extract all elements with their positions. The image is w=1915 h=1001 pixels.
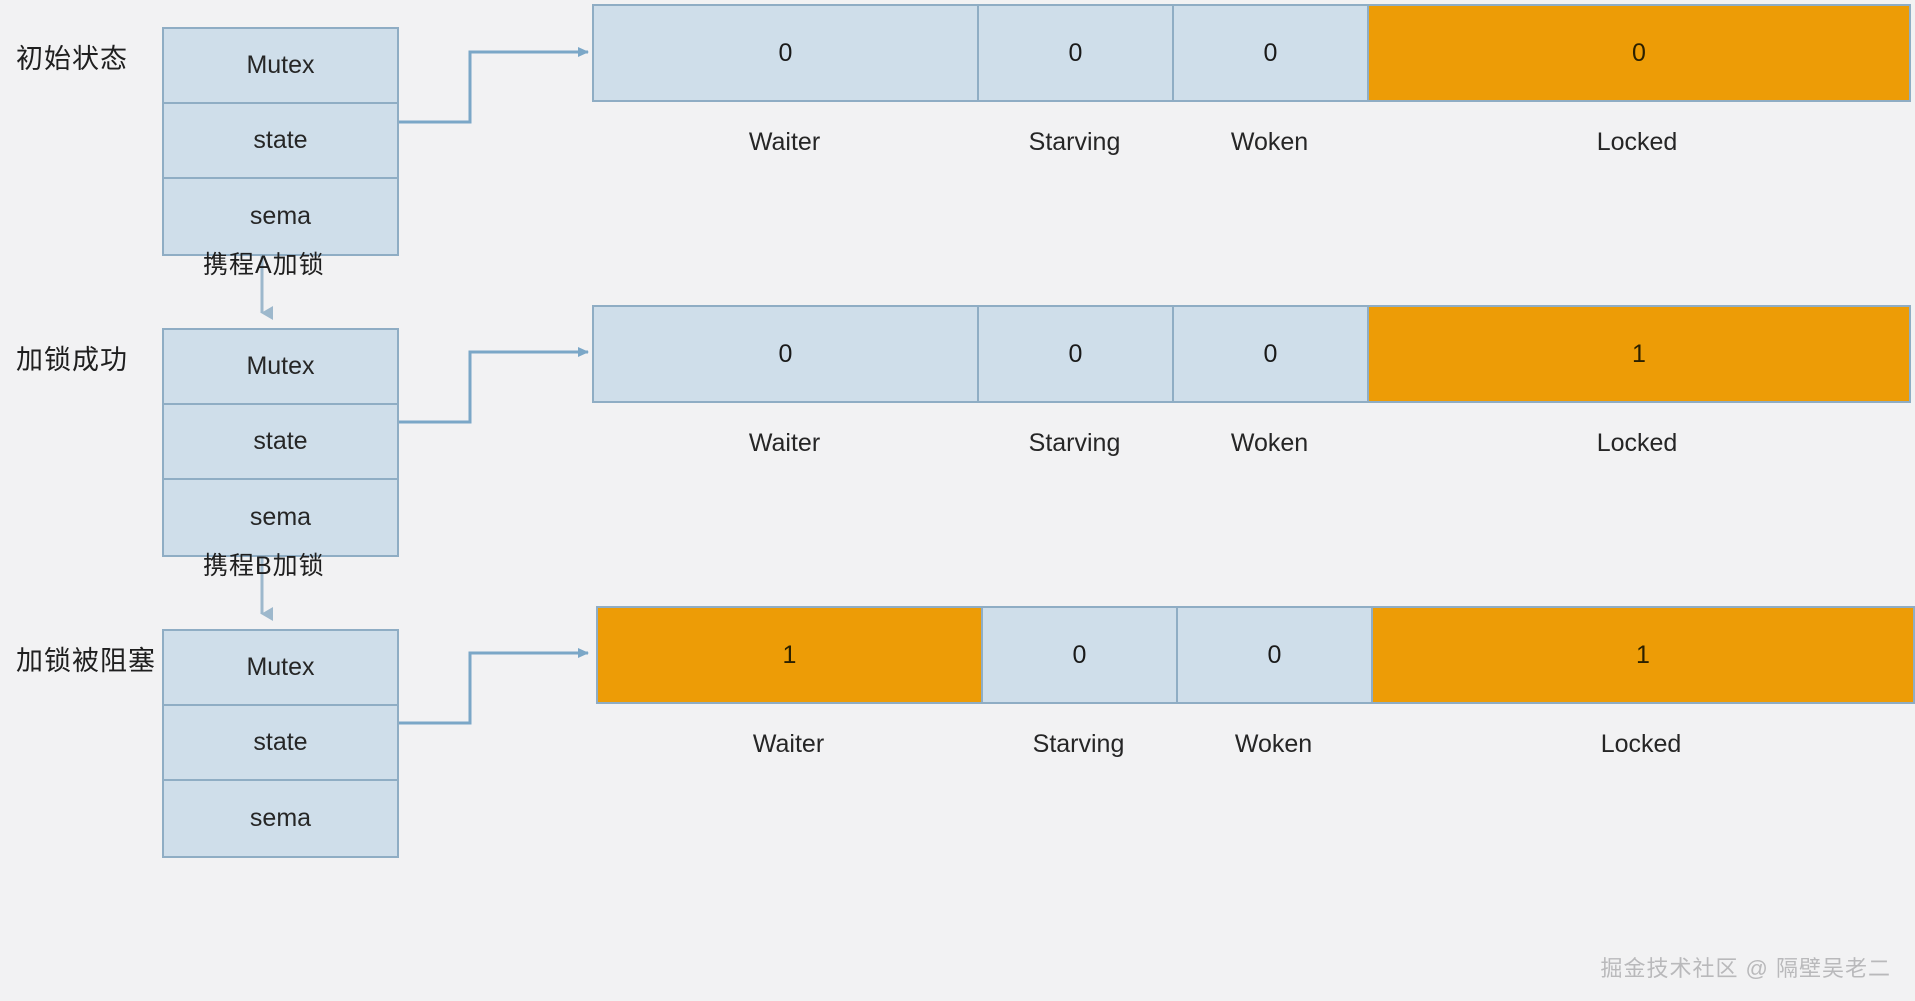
mutex-struct-box-3: Mutex state sema (162, 629, 399, 858)
bit-cell-woken-3: 0 (1178, 608, 1373, 702)
bit-cell-locked-1: 0 (1369, 6, 1909, 100)
mutex-field-sema-2: sema (164, 480, 397, 555)
bit-cell-starving-3: 0 (983, 608, 1178, 702)
bit-caption-waiter-2: Waiter (748, 429, 821, 457)
mutex-field-sema-1: sema (164, 179, 397, 254)
mutex-field-mutex-1: Mutex (164, 29, 397, 104)
row-state-label-3: 加锁被阻塞 (16, 646, 156, 676)
bit-cell-woken-1: 0 (1174, 6, 1369, 100)
mutex-struct-box-2: Mutex state sema (162, 328, 399, 557)
bit-table-2: 0 0 0 1 (592, 305, 1911, 403)
bit-caption-row-1: Waiter Starving Woken Locked (592, 128, 1911, 157)
bit-caption-waiter-3: Waiter (752, 730, 825, 758)
bit-caption-row-2: Waiter Starving Woken Locked (592, 429, 1911, 458)
mutex-field-state-3: state (164, 706, 397, 781)
bit-cell-waiter-3: 1 (598, 608, 983, 702)
bit-caption-locked-3: Locked (1600, 730, 1682, 758)
bit-cell-waiter-2: 0 (594, 307, 979, 401)
bit-caption-waiter-1: Waiter (748, 128, 821, 156)
bit-cell-locked-2: 1 (1369, 307, 1909, 401)
bit-cell-starving-2: 0 (979, 307, 1174, 401)
bit-table-1: 0 0 0 0 (592, 4, 1911, 102)
bit-cell-locked-3: 1 (1373, 608, 1913, 702)
transition-label-2: 携程B加锁 (203, 552, 325, 580)
mutex-field-state-2: state (164, 405, 397, 480)
row-state-label-2: 加锁成功 (16, 345, 128, 375)
mutex-field-mutex-3: Mutex (164, 631, 397, 706)
mutex-field-mutex-2: Mutex (164, 330, 397, 405)
bit-caption-starving-1: Starving (1028, 128, 1121, 156)
bit-caption-woken-2: Woken (1230, 429, 1309, 457)
mutex-field-state-1: state (164, 104, 397, 179)
bit-caption-row-3: Waiter Starving Woken Locked (596, 730, 1915, 759)
bit-cell-waiter-1: 0 (594, 6, 979, 100)
transition-label-1: 携程A加锁 (203, 251, 325, 279)
bit-caption-starving-3: Starving (1032, 730, 1125, 758)
bit-caption-starving-2: Starving (1028, 429, 1121, 457)
bit-table-3: 1 0 0 1 (596, 606, 1915, 704)
mutex-field-sema-3: sema (164, 781, 397, 856)
bit-caption-locked-2: Locked (1596, 429, 1678, 457)
mutex-struct-box-1: Mutex state sema (162, 27, 399, 256)
row-state-label-1: 初始状态 (16, 44, 128, 74)
bit-caption-woken-3: Woken (1234, 730, 1313, 758)
bit-cell-starving-1: 0 (979, 6, 1174, 100)
bit-cell-woken-2: 0 (1174, 307, 1369, 401)
bit-caption-locked-1: Locked (1596, 128, 1678, 156)
watermark: 掘金技术社区 @ 隔壁吴老二 (1600, 956, 1891, 981)
bit-caption-woken-1: Woken (1230, 128, 1309, 156)
